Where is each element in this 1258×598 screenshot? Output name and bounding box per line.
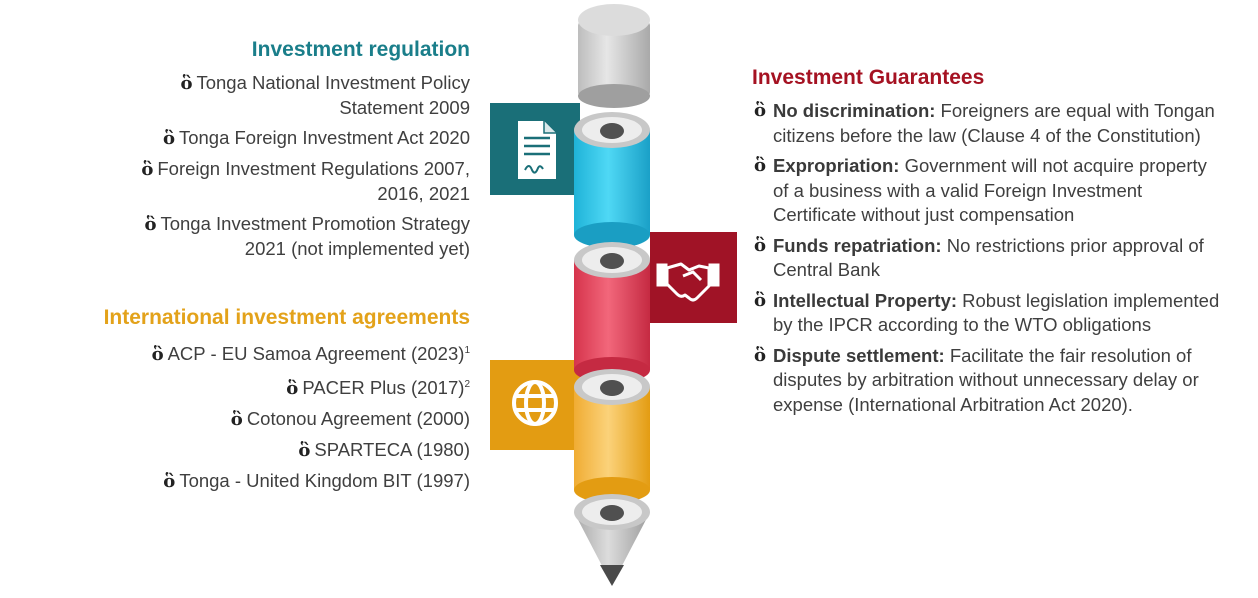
bullet-icon: ὃ bbox=[180, 73, 193, 94]
pencil-eraser bbox=[578, 4, 650, 108]
bullet-icon: ὃ bbox=[754, 155, 767, 176]
pencil-segment-red bbox=[574, 242, 650, 383]
bullet-icon: ὃ bbox=[754, 234, 767, 256]
pencil-tip bbox=[574, 494, 650, 586]
regulation-title: Investment regulation bbox=[251, 38, 470, 61]
document-icon bbox=[518, 121, 556, 179]
pencil-segment-cyan bbox=[574, 112, 650, 248]
bullet-icon: ὃ bbox=[144, 214, 157, 235]
bullet-icon: ὃ bbox=[151, 344, 164, 366]
flag-crimson bbox=[650, 232, 737, 323]
bullet-icon: ὃ bbox=[298, 440, 311, 462]
bullet-icon: ὃ bbox=[230, 409, 243, 431]
bullet-icon: ὃ bbox=[162, 128, 175, 149]
bullet-icon: ὃ bbox=[286, 378, 299, 400]
agreements-title: International investment agreements bbox=[103, 306, 470, 329]
guarantees-title: Investment Guarantees bbox=[752, 66, 985, 89]
bullet-icon: ὃ bbox=[754, 289, 767, 311]
bullet-icon: ὃ bbox=[754, 100, 767, 121]
globe-icon bbox=[512, 380, 558, 426]
bullet-icon: ὃ bbox=[141, 159, 154, 180]
bullet-icon: ὃ bbox=[754, 344, 767, 366]
flag-amber bbox=[490, 360, 580, 450]
pencil-segment-yellow bbox=[574, 369, 650, 503]
bullet-icon: ὃ bbox=[163, 471, 176, 493]
pencil-graphic bbox=[490, 4, 737, 586]
handshake-icon bbox=[656, 262, 720, 302]
